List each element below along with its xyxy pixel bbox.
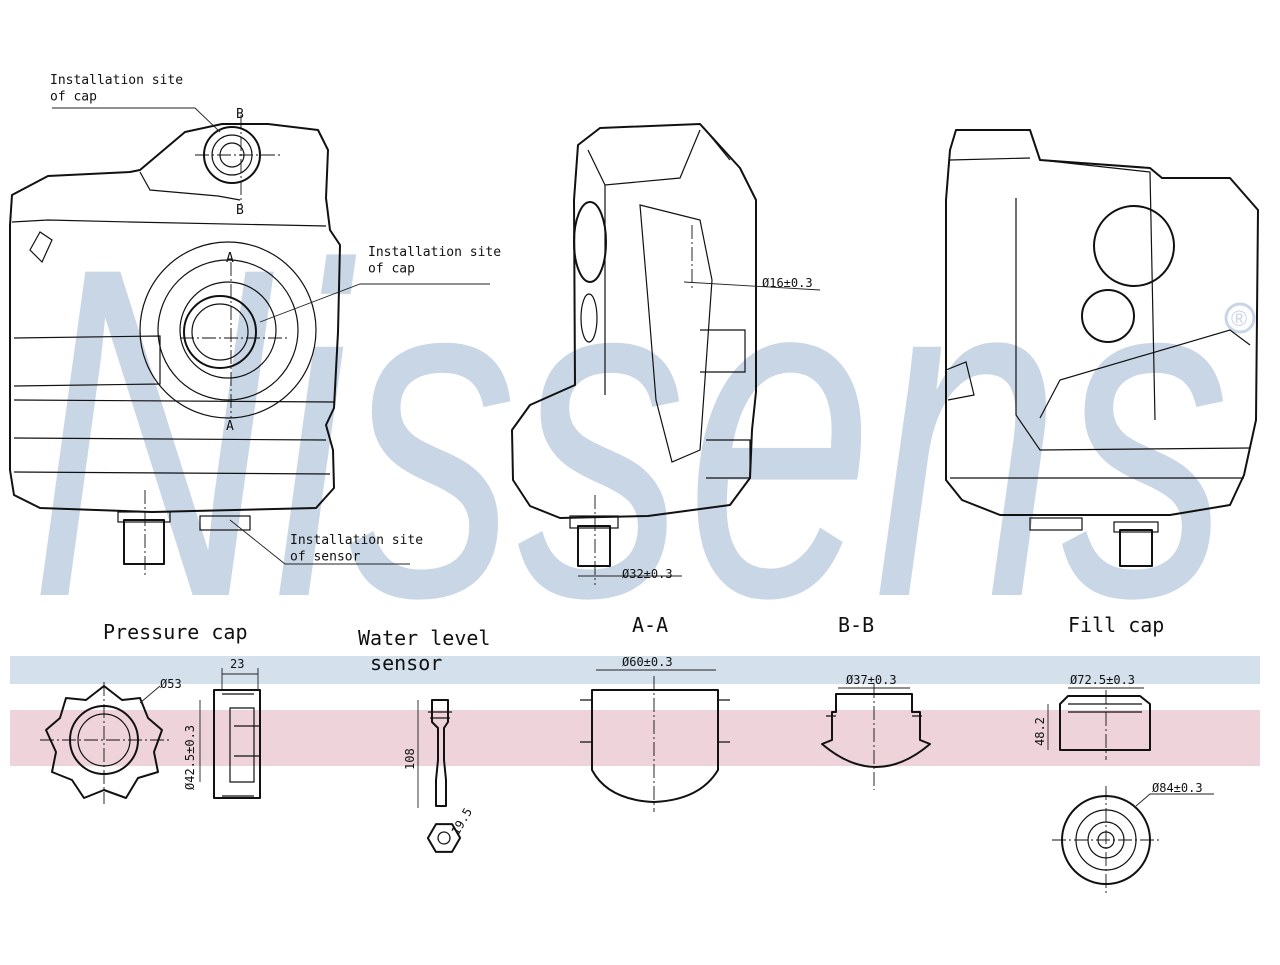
callout-cap-top-line1-cont: of cap — [50, 89, 97, 104]
section-b-bottom-label: B — [236, 203, 244, 218]
callout-cap-mid-line1-cont: of cap — [368, 261, 415, 276]
fill-cap-dim-72: Ø72.5±0.3 — [1070, 673, 1135, 687]
front-view: A A B B — [9, 107, 490, 575]
sensor-dim-108: 108 — [403, 748, 417, 770]
sensor-dim-19: 19.5 — [448, 805, 475, 837]
callout-cap-top-line1: Installation site — [50, 73, 183, 88]
sensor-title: Water level sensor — [358, 626, 490, 675]
section-bb-dim-37: Ø37±0.3 — [846, 673, 897, 687]
detail-section-aa: A-A Ø60±0.3 — [580, 613, 730, 812]
callout-sensor-line1-cont: of sensor — [290, 549, 361, 564]
section-a-bottom-label: A — [226, 419, 234, 434]
pressure-cap-dim-53: Ø53 — [160, 677, 182, 691]
side-dim-32: Ø32±0.3 — [622, 567, 673, 581]
fill-cap-title: Fill cap — [1068, 613, 1164, 637]
rear-view — [945, 129, 1259, 567]
section-b-top-label: B — [236, 107, 244, 122]
detail-pressure-cap: Pressure cap Ø53 23 Ø42.5±0.3 — [40, 620, 261, 804]
detail-water-level-sensor: Water level sensor 108 19.5 — [358, 626, 490, 853]
side-dim-16: Ø16±0.3 — [762, 276, 813, 290]
detail-section-bb: B-B Ø37±0.3 — [821, 613, 931, 790]
brand-watermark: Nissens — [30, 170, 1230, 695]
pink-band — [10, 710, 1260, 766]
section-aa-title: A-A — [632, 613, 668, 637]
section-a-top-label: A — [226, 251, 234, 266]
pressure-cap-dim-42: Ø42.5±0.3 — [183, 725, 197, 790]
svg-text:®: ® — [1231, 306, 1247, 331]
fill-cap-dim-48: 48.2 — [1033, 717, 1047, 746]
callout-sensor-line1: Installation site — [290, 533, 423, 548]
fill-cap-dim-84: Ø84±0.3 — [1152, 781, 1203, 795]
detail-fill-cap: Fill cap Ø72.5±0.3 48.2 Ø84±0.3 — [1033, 613, 1214, 894]
sensor-title-line1: Water level — [358, 626, 490, 650]
pressure-cap-dim-23: 23 — [230, 657, 244, 671]
section-bb-title: B-B — [838, 613, 874, 637]
section-aa-dim-60: Ø60±0.3 — [622, 655, 673, 669]
pressure-cap-title: Pressure cap — [103, 620, 248, 644]
registered-mark-icon: ® — [1224, 302, 1256, 334]
side-view — [511, 123, 821, 585]
callout-cap-mid-line1: Installation site — [368, 245, 501, 260]
sensor-title-line1-cont: sensor — [358, 651, 442, 675]
